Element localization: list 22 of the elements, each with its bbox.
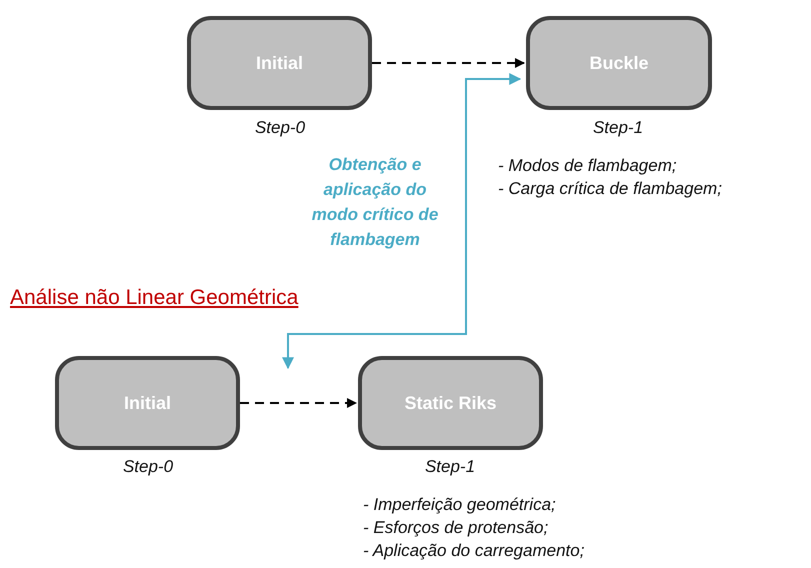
arrow xyxy=(282,73,522,370)
box-label: Initial xyxy=(124,392,171,415)
process-box xyxy=(358,356,543,450)
list-item: - Aplicação do carregamento; xyxy=(363,541,584,561)
process-box xyxy=(526,16,712,110)
process-box xyxy=(55,356,240,450)
box-label: Buckle xyxy=(589,52,649,75)
list-item: - Esforços de protensão; xyxy=(363,518,548,538)
edge-label: Obtenção e aplicação do modo crítico de flambagem xyxy=(310,154,440,251)
step-label: Step-1 xyxy=(424,457,476,477)
list-item: - Carga crítica de flambagem; xyxy=(498,179,722,199)
step-label: Step-1 xyxy=(592,118,644,138)
arrow xyxy=(240,398,357,408)
arrow xyxy=(372,58,525,68)
section-heading: Análise não Linear Geométrica xyxy=(10,286,298,310)
box-label: Static Riks xyxy=(404,392,497,415)
step-label: Step-0 xyxy=(122,457,174,477)
list-item: - Modos de flambagem; xyxy=(498,156,677,176)
process-box xyxy=(187,16,372,110)
step-label: Step-0 xyxy=(254,118,306,138)
box-label: Initial xyxy=(256,52,303,75)
list-item: - Imperfeição geométrica; xyxy=(363,495,556,515)
